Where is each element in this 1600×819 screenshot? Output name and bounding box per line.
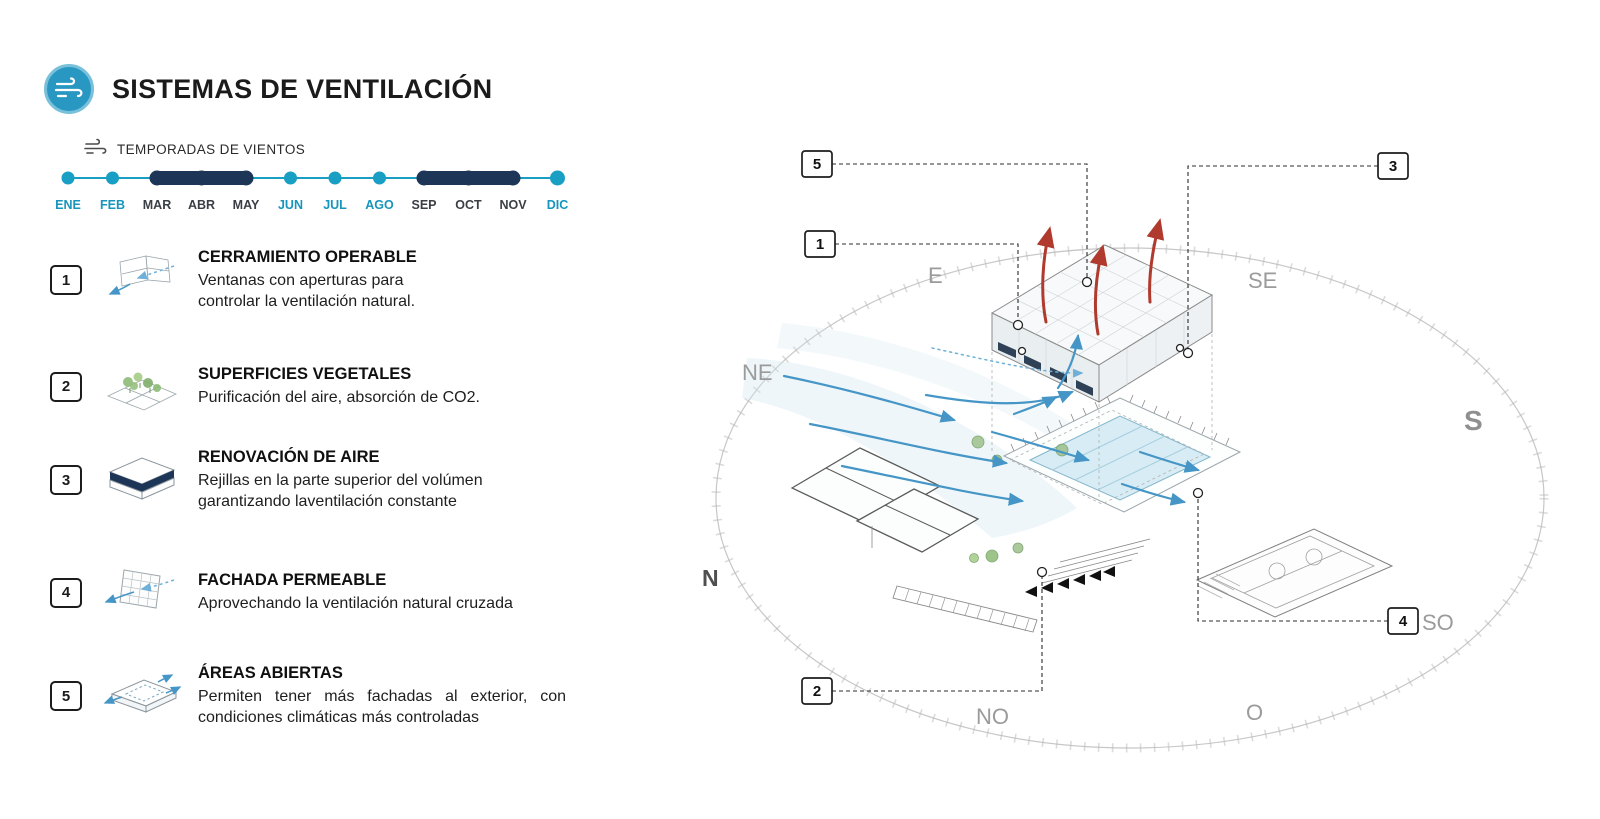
grandstand-stairs (1025, 538, 1151, 597)
month-label: DIC (547, 198, 569, 212)
callout-box-5: 5 (801, 150, 833, 178)
wind-seasons-header: TEMPORADAS DE VIENTOS (84, 138, 305, 161)
month-label: JUL (323, 198, 347, 212)
month-label: MAR (143, 198, 171, 212)
item-title: CERRAMIENTO OPERABLE (198, 248, 417, 266)
item-title: ÁREAS ABIERTAS (198, 664, 343, 682)
item-title: SUPERFICIES VEGETALES (198, 364, 412, 383)
compass-label-so: SO (1422, 610, 1454, 635)
operable-window-icon (100, 250, 184, 311)
compass-label-se: SE (1248, 268, 1277, 293)
courtyard-pool (1002, 394, 1242, 513)
svg-text:4: 4 (1399, 613, 1408, 630)
item-description: Aprovechando la ventilación natural cruz… (198, 594, 513, 612)
compass-label-ne: NE (742, 360, 773, 385)
item-number-badge: 4 (50, 577, 82, 608)
vegetated-surface-icon (100, 356, 184, 417)
air-renewal-icon (100, 450, 184, 511)
callout-leader-lines (832, 163, 1388, 692)
item-description: Permiten tener más fachadas al exterior,… (198, 688, 566, 727)
compass-ring (711, 243, 1549, 753)
wind-flow-arrows (782, 333, 1201, 506)
page-title: SISTEMAS DE VENTILACIÓN (112, 73, 493, 104)
permeable-facade-icon (100, 562, 184, 623)
axonometric-diagram: 5 3 1 4 2 E SE NE S N SO (692, 108, 1582, 808)
seasons-label: TEMPORADAS DE VIENTOS (117, 142, 306, 157)
item-title: FACHADA PERMEABLE (198, 570, 387, 589)
elevated-building-volume (990, 244, 1214, 403)
compass-label-no: NO (976, 704, 1009, 729)
facade-mullions (1018, 313, 1185, 389)
compass-label-n: N (702, 565, 719, 591)
legend-item-vegetated-surfaces: 2 SUPERFICIES VEGETALES Purificación del… (50, 356, 566, 417)
item-description: Purificación del aire, absorción de CO2. (198, 388, 480, 406)
svg-text:1: 1 (816, 236, 824, 253)
item-number-badge: 2 (50, 371, 82, 402)
month-label: SEP (411, 198, 436, 212)
legend-item-permeable-facade: 4 FACHADA PERMEABLE Aprovechando la vent… (50, 562, 566, 623)
legend-item-open-areas: 5 ÁREAS ABIERTAS Permiten tener más fach… (50, 664, 566, 728)
exhaust-air-arrows (1036, 218, 1165, 336)
wind-small-icon (84, 138, 108, 161)
item-description: Ventanas con aperturas para controlar la… (198, 272, 416, 311)
wind-icon (44, 64, 94, 114)
open-areas-icon (100, 666, 184, 727)
callout-box-1: 1 (804, 230, 836, 258)
compass-label-s: S (1464, 405, 1483, 436)
svg-text:5: 5 (813, 156, 821, 173)
item-number-badge: 5 (50, 681, 82, 712)
access-ramp (892, 585, 1038, 633)
item-title: RENOVACIÓN DE AIRE (198, 448, 380, 466)
month-label: FEB (100, 198, 125, 212)
item-number-badge: 3 (50, 465, 82, 496)
sports-court (1195, 528, 1394, 618)
item-number-badge: 1 (50, 265, 82, 296)
month-label: JUN (278, 198, 303, 212)
wind-wash (742, 323, 1092, 538)
month-label: NOV (499, 198, 527, 212)
header: SISTEMAS DE VENTILACIÓN (44, 64, 492, 114)
legend-item-air-renewal: 3 RENOVACIÓN DE AIRE Rejillas en la part… (50, 448, 566, 512)
svg-text:3: 3 (1389, 158, 1397, 175)
legend-item-operable-enclosure: 1 CERRAMIENTO OPERABLE Ventanas con aper… (50, 248, 566, 312)
month-label: AGO (365, 198, 394, 212)
item-description: Rejillas en la parte superior del volúme… (198, 472, 483, 511)
wind-seasons-timeline: ENE FEB MAR ABR MAY JUN JUL AGO SEP OCT … (56, 170, 569, 212)
callout-box-4: 4 (1387, 607, 1419, 635)
month-label: ABR (188, 198, 215, 212)
stair-arrow-markers (1025, 566, 1115, 597)
month-label: MAY (233, 198, 260, 212)
svg-text:2: 2 (813, 683, 821, 700)
month-label: OCT (455, 198, 482, 212)
compass-label-o: O (1246, 700, 1263, 725)
louver-slots (998, 342, 1093, 396)
month-label: ENE (56, 198, 81, 212)
compass-label-e: E (928, 263, 943, 288)
callout-box-2: 2 (801, 677, 833, 705)
callout-box-3: 3 (1377, 152, 1409, 180)
